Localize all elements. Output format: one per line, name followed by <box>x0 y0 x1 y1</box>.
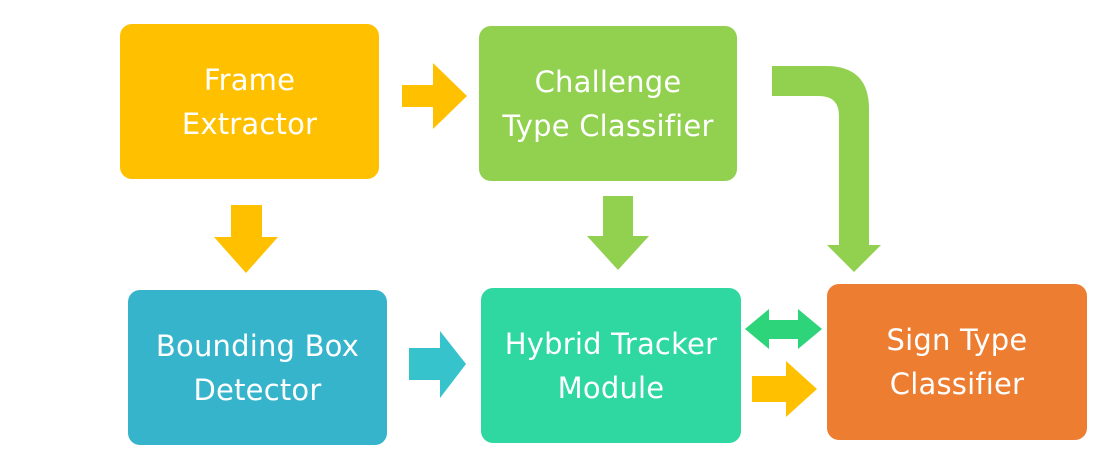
arrow-challenge-to-sign <box>772 66 881 272</box>
bounding-box-detector-node: Bounding Box Detector <box>128 290 387 445</box>
arrow-challenge-to-hybrid <box>587 196 649 270</box>
hybrid-tracker-line1: Hybrid Tracker <box>504 326 718 361</box>
challenge-type-classifier-label: Challenge Type Classifier <box>502 60 713 148</box>
challenge-classifier-line2: Type Classifier <box>502 108 714 143</box>
sign-classifier-line2: Classifier <box>889 367 1025 401</box>
frame-extractor-node: Frame Extractor <box>120 24 379 179</box>
frame-extractor-line1: Frame <box>203 62 296 97</box>
challenge-type-classifier-node: Challenge Type Classifier <box>479 26 737 181</box>
challenge-classifier-line1: Challenge <box>534 64 682 99</box>
frame-extractor-line2: Extractor <box>181 106 318 141</box>
hybrid-tracker-module-node: Hybrid Tracker Module <box>481 288 741 443</box>
arrow-into-sign-yellow <box>752 361 817 417</box>
bounding-box-detector-label: Bounding Box Detector <box>156 324 359 412</box>
bbox-detector-line1: Bounding Box <box>155 328 360 363</box>
arrow-frame-to-bbox <box>214 205 278 273</box>
arrow-bbox-to-hybrid <box>409 331 466 398</box>
sign-type-classifier-node: Sign Type Classifier <box>827 284 1087 440</box>
bbox-detector-line2: Detector <box>193 372 322 407</box>
hybrid-tracker-module-label: Hybrid Tracker Module <box>505 322 717 410</box>
sign-type-classifier-label: Sign Type Classifier <box>887 318 1028 406</box>
arrow-hybrid-sign-bidirectional <box>745 309 822 349</box>
hybrid-tracker-line2: Module <box>557 370 665 405</box>
frame-extractor-label: Frame Extractor <box>182 58 317 146</box>
arrow-frame-to-challenge <box>402 63 467 129</box>
sign-classifier-line1: Sign Type <box>886 323 1028 357</box>
